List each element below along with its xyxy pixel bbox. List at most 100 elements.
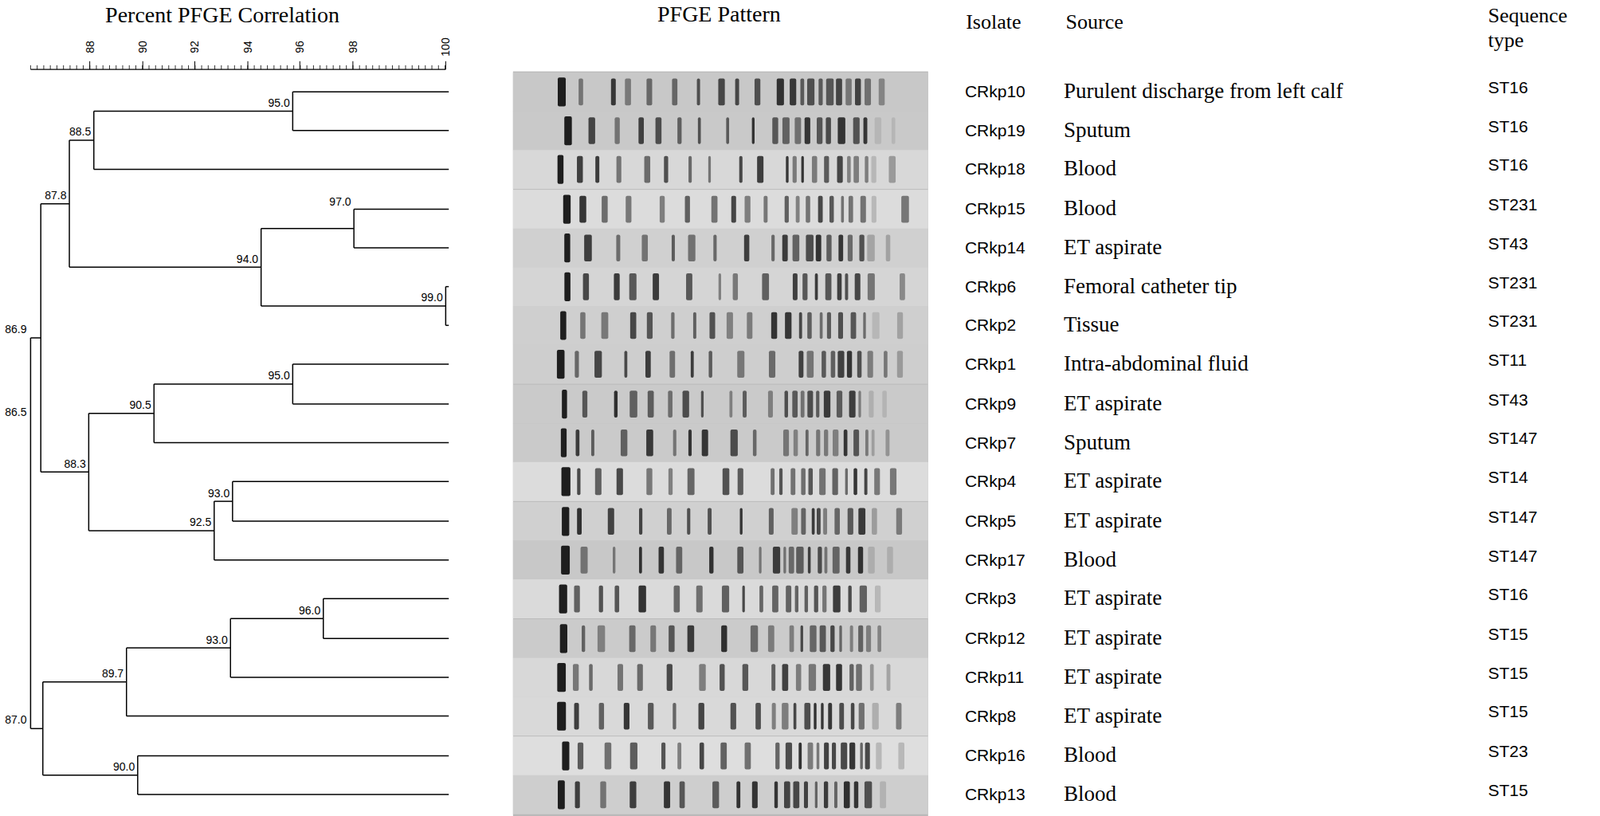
gel-band [818, 196, 824, 224]
gel-band [807, 546, 812, 574]
gel-band [756, 156, 764, 184]
dendrogram-branch [292, 363, 449, 365]
gel-band [784, 780, 791, 808]
gel-band [770, 468, 775, 496]
gel-band [560, 310, 567, 340]
isolate-source: Sputum [1063, 117, 1131, 143]
dendrogram-branch [153, 442, 449, 444]
gel-band [870, 156, 876, 184]
minor-tick [333, 65, 334, 70]
gel-lane [513, 266, 929, 306]
gel-band [804, 585, 808, 613]
sequence-type: ST147 [1488, 428, 1538, 448]
sequence-type: ST16 [1488, 584, 1529, 604]
gel-band [697, 78, 701, 106]
gel-band [814, 585, 819, 613]
isolate-source: ET aspirate [1063, 703, 1162, 729]
gel-band [800, 507, 806, 535]
gel-band [805, 429, 809, 457]
isolate-name: CRkp18 [964, 159, 1026, 179]
gel-band [784, 312, 792, 340]
dendrogram-branch [232, 520, 449, 522]
isolate-name: CRkp17 [964, 550, 1026, 570]
gel-band [819, 312, 824, 340]
gel-band [719, 663, 725, 691]
gel-band [750, 625, 758, 653]
minor-tick [95, 65, 97, 70]
gel-band [771, 234, 775, 262]
gel-band [646, 78, 652, 106]
similarity-value: 96.0 [298, 603, 322, 617]
gel-band [582, 390, 588, 418]
gel-band [838, 312, 844, 340]
gel-band [752, 780, 758, 808]
minor-tick [129, 65, 130, 70]
gel-band [841, 196, 845, 224]
gel-band [825, 117, 831, 145]
similarity-value: 90.0 [112, 760, 136, 773]
similarity-value: 88.5 [68, 125, 92, 138]
isolate-name: CRkp3 [964, 588, 1016, 608]
gel-band [561, 389, 567, 419]
dendrogram-branch [261, 227, 354, 230]
major-tick [247, 61, 249, 70]
gel-band [886, 234, 891, 262]
gel-band [775, 742, 780, 770]
gel-band [799, 312, 803, 340]
minor-tick [424, 65, 426, 70]
minor-tick [438, 65, 440, 70]
gel-lane [513, 111, 929, 151]
gel-band [818, 78, 823, 106]
gel-band [784, 196, 789, 224]
dendrogram-branch [261, 305, 447, 307]
gel-band [595, 468, 602, 496]
gel-band [698, 663, 706, 691]
minor-tick [392, 65, 393, 70]
gel-band [584, 234, 593, 262]
gel-band [798, 742, 802, 770]
minor-tick [411, 65, 413, 70]
minor-tick [234, 65, 236, 70]
gel-band [783, 546, 786, 574]
gel-band [599, 702, 604, 730]
gel-band [807, 312, 812, 340]
dendrogram-branch [353, 247, 449, 249]
gel-band [789, 78, 797, 106]
isolate-name: CRkp19 [964, 121, 1026, 141]
gel-band [872, 702, 879, 730]
minor-tick [50, 65, 51, 70]
gel-band [795, 585, 799, 613]
gel-band [801, 156, 804, 184]
gel-band [737, 350, 745, 378]
gel-lane [513, 305, 929, 346]
gel-band [802, 273, 808, 301]
gel-band [901, 196, 910, 224]
dendrogram-branch [126, 715, 449, 718]
gel-lane [513, 579, 929, 619]
tick-label: 96 [293, 40, 306, 54]
gel-band [864, 780, 872, 808]
sequence-type: ST43 [1488, 390, 1529, 410]
gel-band [746, 312, 753, 340]
major-tick [142, 61, 144, 70]
gel-band [862, 312, 866, 340]
gel-band [792, 390, 798, 418]
isolate-name: CRkp12 [964, 628, 1026, 648]
dendrogram-branch [323, 638, 449, 640]
gel-band [721, 585, 730, 613]
sequence-type: ST231 [1488, 311, 1538, 331]
gel-lane [513, 619, 929, 659]
gel-band [815, 429, 820, 457]
gel-band [647, 312, 653, 340]
gel-band [847, 350, 852, 378]
gel-band [824, 546, 828, 574]
gel-band [730, 702, 737, 730]
gel-band [877, 625, 882, 653]
isolate-source: Blood [1063, 156, 1117, 182]
dendrogram-branch [88, 412, 154, 415]
gel-band [629, 625, 636, 653]
gel-band [686, 507, 691, 535]
gel-band [800, 625, 804, 653]
gel-band [752, 429, 757, 457]
gel-lane [513, 736, 929, 776]
